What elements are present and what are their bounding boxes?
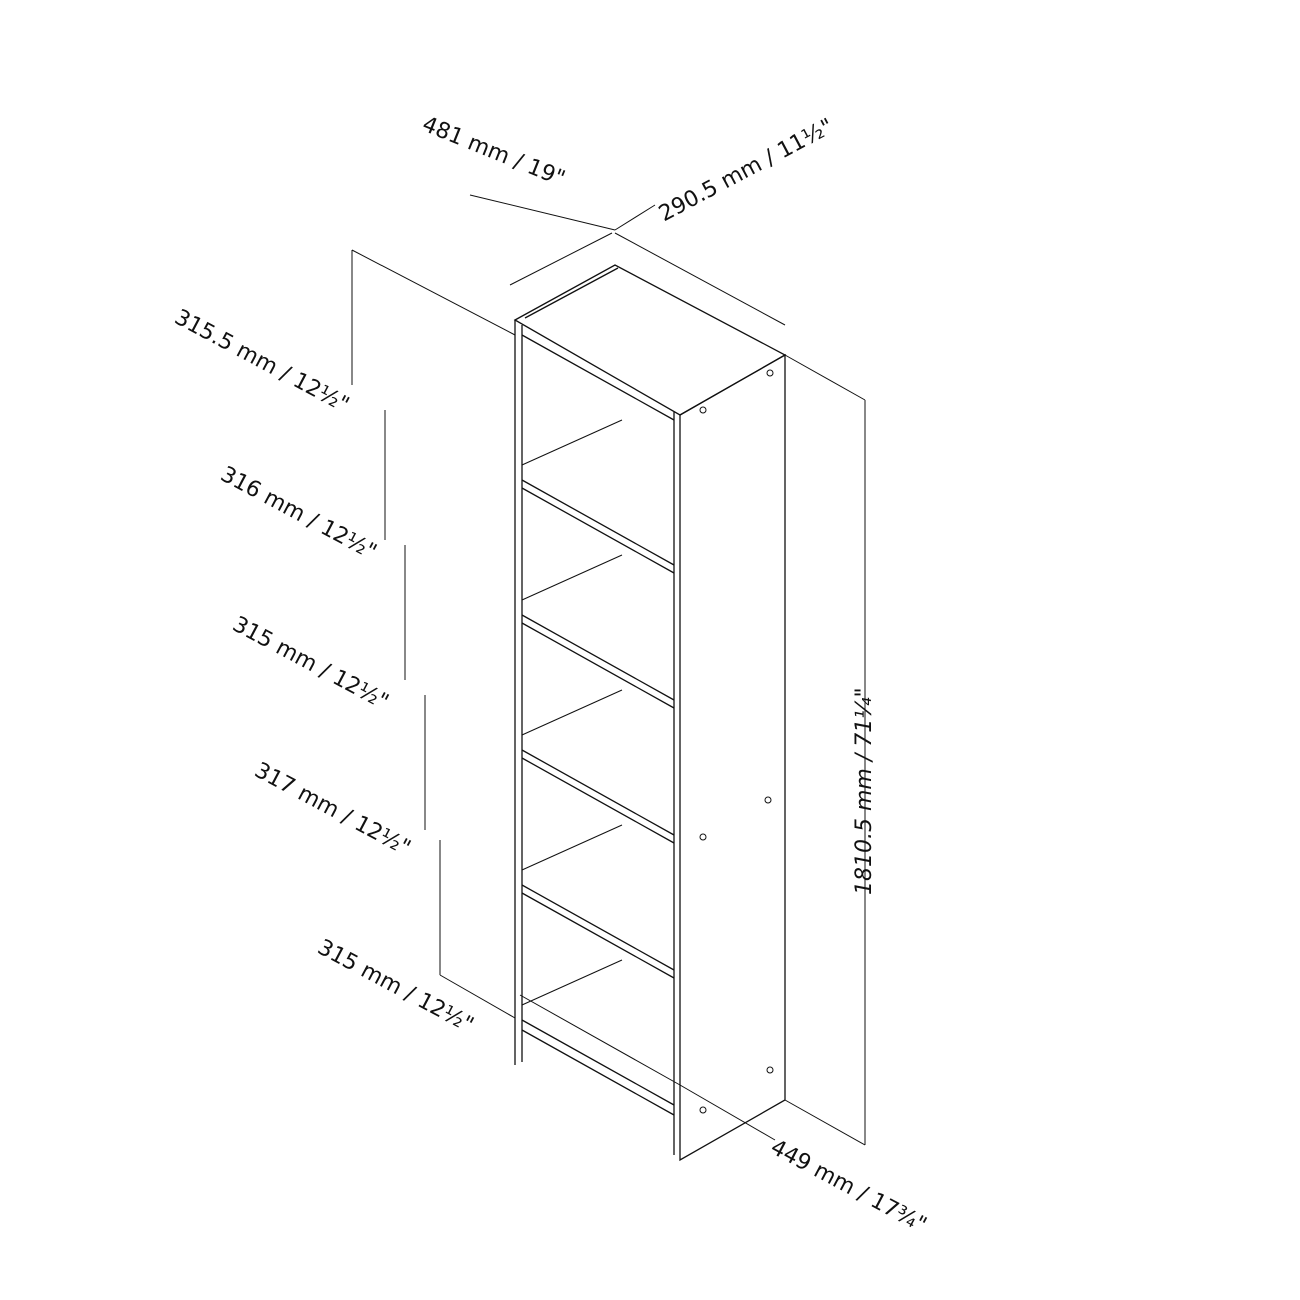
dimension-lines [351, 194, 866, 1146]
cam-holes [699, 369, 774, 1114]
height-label: 1810.5 mm / 71¼" [852, 687, 877, 895]
shelves [521, 334, 675, 1116]
right-side-panel [679, 353, 786, 1162]
top-panel [513, 264, 787, 416]
